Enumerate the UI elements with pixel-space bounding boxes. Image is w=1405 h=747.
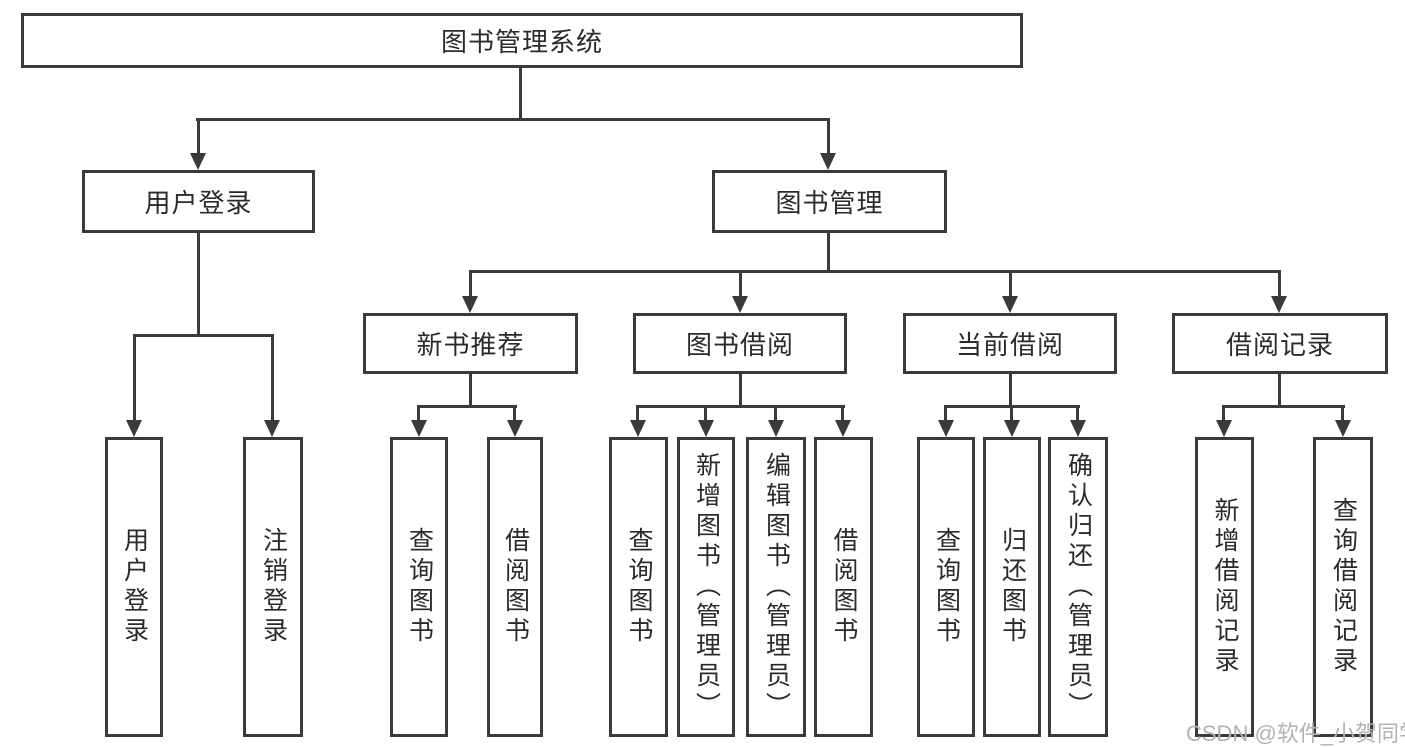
- node-label: 用户登录: [144, 188, 253, 218]
- arrow-down-icon: [630, 420, 646, 437]
- arrow-down-icon: [1004, 420, 1020, 437]
- connector-line: [469, 270, 472, 298]
- leaf-cb-confirm-return-admin: 确认归还（管理员）: [1048, 437, 1108, 737]
- node-borrowing-records: 借阅记录: [1172, 313, 1388, 374]
- node-label: 图书管理: [775, 188, 884, 218]
- arrow-down-icon: [411, 420, 427, 437]
- connector-line: [739, 372, 742, 408]
- leaf-label: 借阅图书: [830, 527, 858, 647]
- node-book-management: 图书管理: [712, 170, 947, 233]
- node-new-book-recommendation: 新书推荐: [363, 313, 578, 374]
- connector-line: [469, 270, 1281, 273]
- leaf-br-add-record: 新增借阅记录: [1195, 437, 1254, 737]
- connector-line: [1223, 405, 1345, 408]
- leaf-bb-add-books-admin: 新增图书（管理员）: [677, 437, 735, 737]
- leaf-label: 借阅图书: [501, 527, 530, 647]
- node-label: 图书管理系统: [440, 27, 603, 57]
- leaf-label: 查询图书: [932, 527, 961, 647]
- connector-line: [1278, 372, 1281, 408]
- arrow-down-icon: [1070, 420, 1086, 437]
- connector-line: [417, 405, 420, 422]
- arrow-down-icon: [126, 420, 142, 437]
- connector-line: [469, 372, 472, 408]
- arrow-down-icon: [732, 296, 748, 313]
- node-label: 图书借阅: [685, 330, 794, 360]
- leaf-rec-borrow-books: 借阅图书: [487, 437, 543, 737]
- leaf-label: 查询图书: [405, 527, 434, 647]
- connector-line: [513, 405, 516, 422]
- connector-line: [519, 66, 522, 121]
- leaf-bb-edit-books-admin: 编辑图书（管理员）: [746, 437, 806, 737]
- arrow-down-icon: [1216, 420, 1232, 437]
- connector-line: [636, 405, 639, 422]
- connector-line: [1341, 405, 1344, 422]
- leaf-logout-login: 注销登录: [243, 437, 303, 737]
- arrow-down-icon: [1002, 296, 1018, 313]
- node-label: 当前借阅: [955, 330, 1064, 360]
- leaf-user-login: 用户登录: [105, 437, 163, 737]
- arrow-down-icon: [1335, 420, 1351, 437]
- arrow-down-icon: [768, 420, 784, 437]
- leaf-bb-borrow-books: 借阅图书: [814, 437, 873, 737]
- leaf-cb-return-books: 归还图书: [983, 437, 1041, 737]
- connector-line: [1009, 372, 1012, 408]
- arrow-down-icon: [698, 420, 714, 437]
- arrow-down-icon: [190, 153, 206, 170]
- connector-line: [827, 118, 830, 154]
- connector-line: [197, 118, 200, 154]
- connector-line: [271, 334, 274, 422]
- connector-line: [196, 118, 830, 121]
- arrow-down-icon: [507, 420, 523, 437]
- connector-line: [1278, 270, 1281, 298]
- node-book-borrowing: 图书借阅: [633, 313, 847, 374]
- connector-line: [133, 334, 273, 337]
- connector-line: [841, 405, 844, 422]
- connector-line: [197, 231, 200, 337]
- node-label: 新书推荐: [416, 330, 525, 360]
- leaf-label: 新增图书（管理员）: [692, 452, 721, 722]
- connector-line: [944, 405, 947, 422]
- leaf-rec-query-books: 查询图书: [390, 437, 448, 737]
- leaf-label: 新增借阅记录: [1211, 497, 1239, 677]
- connector-line: [704, 405, 707, 422]
- connector-line: [827, 231, 830, 273]
- connector-line: [1222, 405, 1225, 422]
- connector-line: [1076, 405, 1079, 422]
- leaf-label: 用户登录: [120, 527, 149, 647]
- node-label: 借阅记录: [1225, 330, 1334, 360]
- connector-line: [739, 270, 742, 298]
- connector-line: [133, 334, 136, 422]
- arrow-down-icon: [820, 153, 836, 170]
- csdn-watermark: CSDN @软件_小贺同学: [1186, 721, 1405, 746]
- connector-line: [637, 405, 845, 408]
- leaf-cb-query-books: 查询图书: [917, 437, 975, 737]
- leaf-label: 查询图书: [625, 527, 653, 647]
- arrow-down-icon: [1271, 296, 1287, 313]
- node-current-borrowing: 当前借阅: [903, 313, 1117, 374]
- leaf-label: 编辑图书（管理员）: [762, 452, 791, 722]
- arrow-down-icon: [938, 420, 954, 437]
- arrow-down-icon: [462, 296, 478, 313]
- leaf-label: 归还图书: [998, 527, 1027, 647]
- node-user-login: 用户登录: [82, 170, 315, 233]
- arrow-down-icon: [835, 420, 851, 437]
- connector-line: [1009, 270, 1012, 298]
- leaf-label: 注销登录: [259, 527, 288, 647]
- connector-line: [1010, 405, 1013, 422]
- node-book-management-system: 图书管理系统: [21, 13, 1023, 68]
- leaf-bb-query-books: 查询图书: [609, 437, 668, 737]
- leaf-label: 确认归还（管理员）: [1064, 452, 1093, 722]
- leaf-br-query-record: 查询借阅记录: [1313, 437, 1373, 737]
- leaf-label: 查询借阅记录: [1329, 497, 1358, 677]
- connector-line: [774, 405, 777, 422]
- connector-line: [417, 405, 517, 408]
- arrow-down-icon: [264, 420, 280, 437]
